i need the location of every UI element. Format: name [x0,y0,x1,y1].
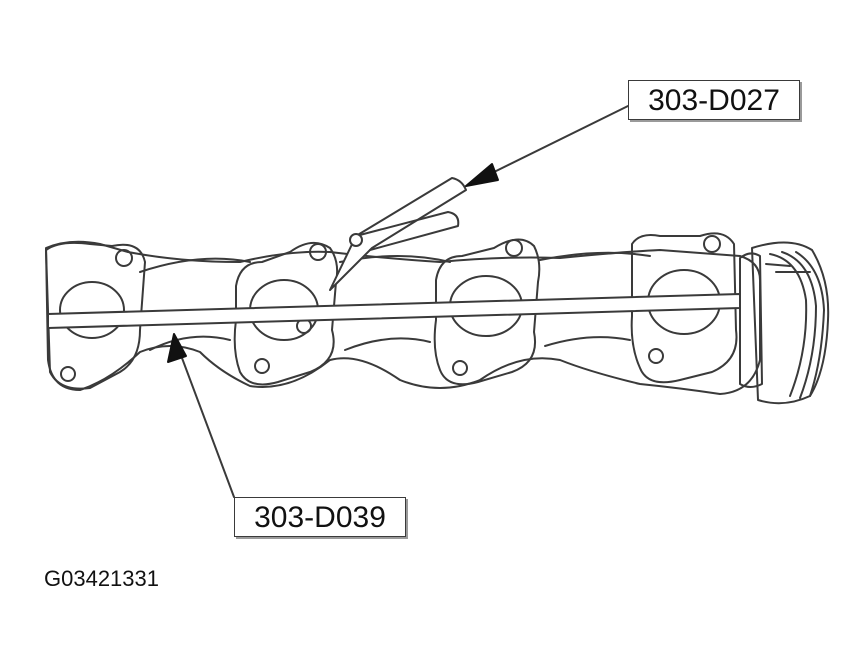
flange-1 [45,241,146,390]
feeler-gauge-pivot [349,233,363,247]
leader-line-top [489,105,629,175]
straightedge-tool [47,293,741,329]
flange-2 [233,241,339,386]
outlet-flange [739,252,763,388]
feeler-gauge-tool [329,177,467,291]
figure-id: G03421331 [44,566,159,591]
manifold-upper-contour [139,257,251,273]
flange-4 [630,232,738,384]
flange-3 [433,238,541,386]
arrowhead-bottom [167,333,187,363]
callout-303-D027: 303-D027 [628,80,800,120]
arrowhead-top [465,163,499,187]
manifold-body [45,240,761,395]
leader-line-bottom [181,357,235,498]
callout-303-D039: 303-D039 [234,497,406,537]
